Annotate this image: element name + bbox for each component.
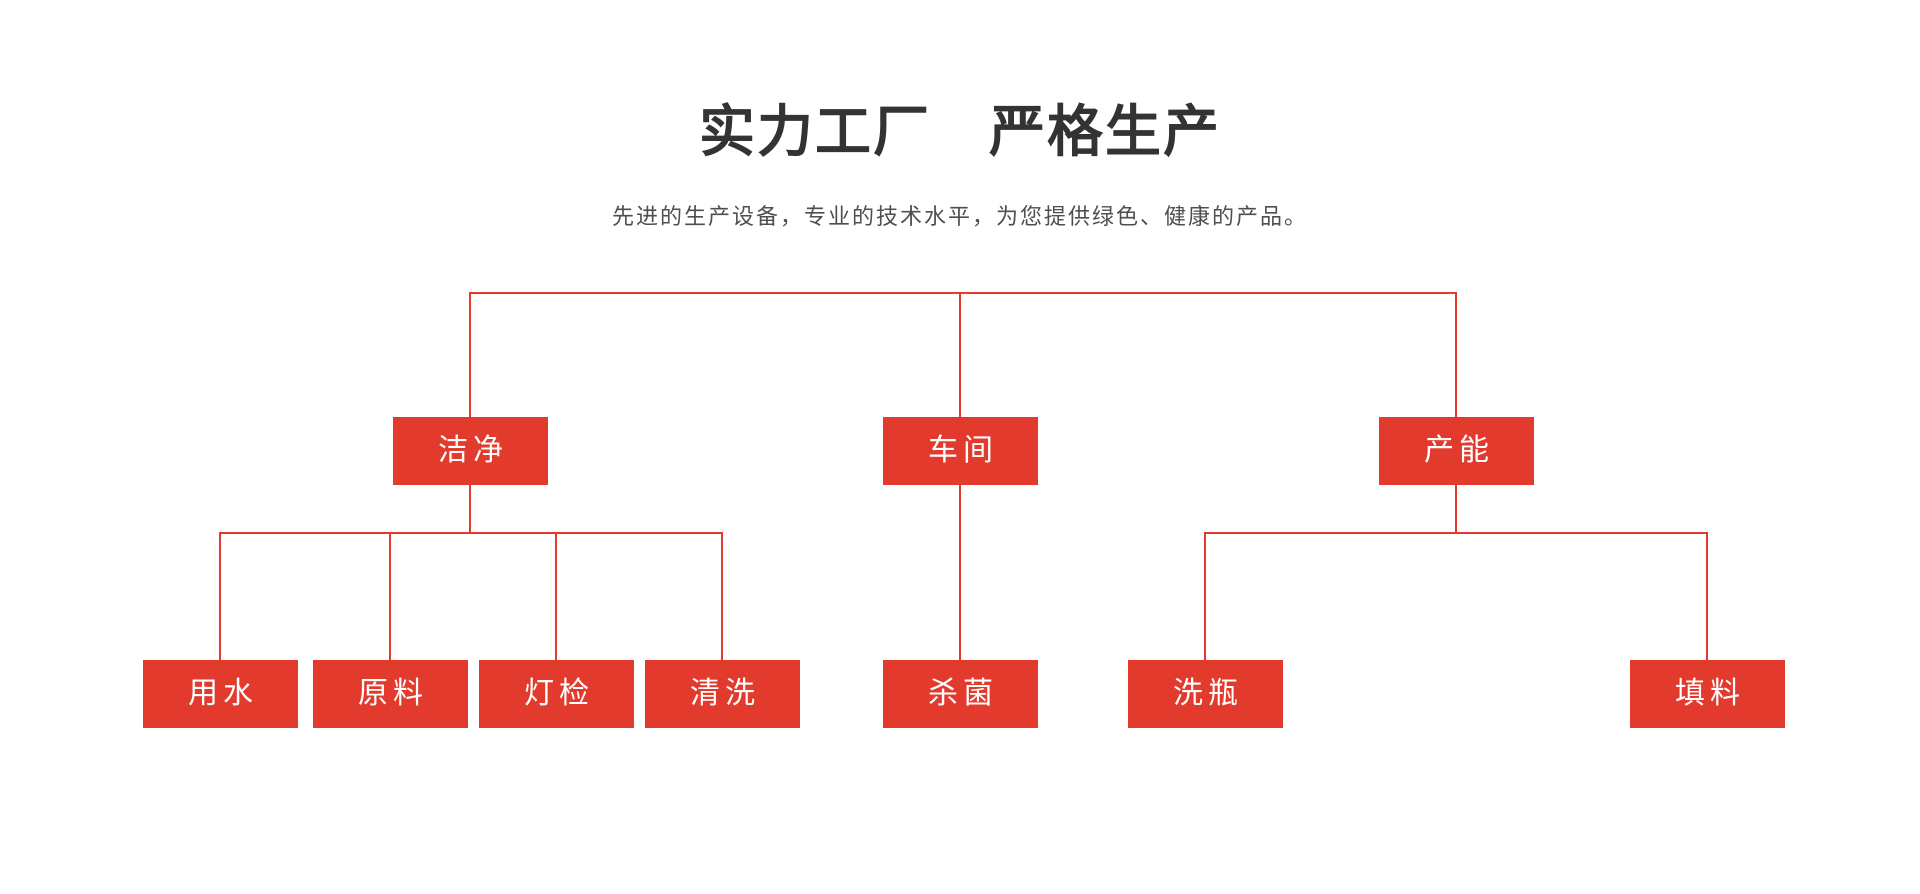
connector-top-horizontal bbox=[469, 292, 1457, 294]
section-title: 实力工厂 严格生产 bbox=[699, 100, 1221, 163]
connector-left-branch-horizontal bbox=[219, 532, 723, 534]
section-subtitle: 先进的生产设备，专业的技术水平，为您提供绿色、健康的产品。 bbox=[611, 204, 1308, 229]
tree-node-xiping: 洗瓶 bbox=[1128, 660, 1283, 728]
connector-branch-to-xiping bbox=[1204, 532, 1206, 660]
connector-top-to-jiejing bbox=[469, 292, 471, 417]
connector-branch-to-dengjian bbox=[555, 532, 557, 660]
connector-branch-to-yuanliao bbox=[389, 532, 391, 660]
tree-node-yongshui: 用水 bbox=[143, 660, 298, 728]
connector-branch-to-yongshui bbox=[219, 532, 221, 660]
tree-node-dengjian: 灯检 bbox=[479, 660, 634, 728]
tree-node-tianliao: 填料 bbox=[1630, 660, 1785, 728]
tree-node-qingxi: 清洗 bbox=[645, 660, 800, 728]
tree-node-yuanliao: 原料 bbox=[313, 660, 468, 728]
tree-node-chejian: 车间 bbox=[883, 417, 1038, 485]
tree-node-shajun: 杀菌 bbox=[883, 660, 1038, 728]
tree-node-channeng: 产能 bbox=[1379, 417, 1534, 485]
connector-chejian-to-shajun bbox=[959, 485, 961, 660]
connector-top-to-chejian bbox=[959, 292, 961, 417]
connector-top-to-channeng bbox=[1455, 292, 1457, 417]
tree-node-jiejing: 洁净 bbox=[393, 417, 548, 485]
connector-branch-to-tianliao bbox=[1706, 532, 1708, 660]
connector-channeng-down bbox=[1455, 485, 1457, 533]
connector-right-branch-horizontal bbox=[1204, 532, 1708, 534]
connector-branch-to-qingxi bbox=[721, 532, 723, 660]
connector-jiejing-down bbox=[469, 485, 471, 533]
